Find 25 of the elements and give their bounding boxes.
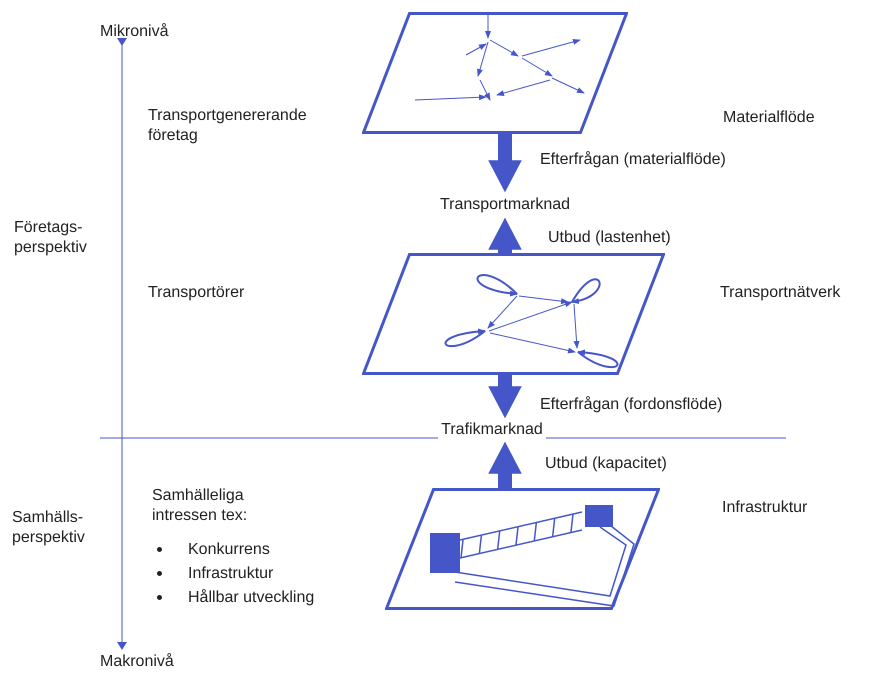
edge-label: Utbud (kapacitet) xyxy=(545,454,667,474)
text-label: Infrastruktur xyxy=(722,499,808,516)
parallelogram-plane xyxy=(362,12,628,134)
text-label: Transportgenererande företag xyxy=(148,107,307,144)
parallelogram-plane xyxy=(362,253,665,375)
edge-label: Efterfrågan (fordonsflöde) xyxy=(540,395,722,415)
text-label: Materialflöde xyxy=(723,109,815,126)
text-label: Samhälls- perspektiv xyxy=(12,509,85,546)
text-label: Infrastruktur xyxy=(188,565,274,582)
edge-label: Utbud (lastenhet) xyxy=(548,228,671,248)
text-label: Mikronivå xyxy=(100,23,168,40)
block-arrow xyxy=(488,134,522,192)
parallelogram-plane xyxy=(385,488,660,610)
block-arrow xyxy=(488,442,522,488)
block-arrow xyxy=(488,375,522,418)
text-label: Makronivå xyxy=(100,653,174,670)
text-label: Samhälleliga intressen tex: xyxy=(152,487,248,524)
text-label: Transportnätverk xyxy=(720,284,840,301)
block-arrow xyxy=(488,218,522,253)
text-label: Hållbar utveckling xyxy=(188,589,314,606)
text-label: Transportörer xyxy=(148,284,244,301)
text-label: Företags- perspektiv xyxy=(14,219,87,256)
edge-label: Efterfrågan (materialflöde) xyxy=(540,150,726,170)
market-label: Trafikmarknad xyxy=(438,420,546,440)
text-label: Konkurrens xyxy=(188,541,270,558)
